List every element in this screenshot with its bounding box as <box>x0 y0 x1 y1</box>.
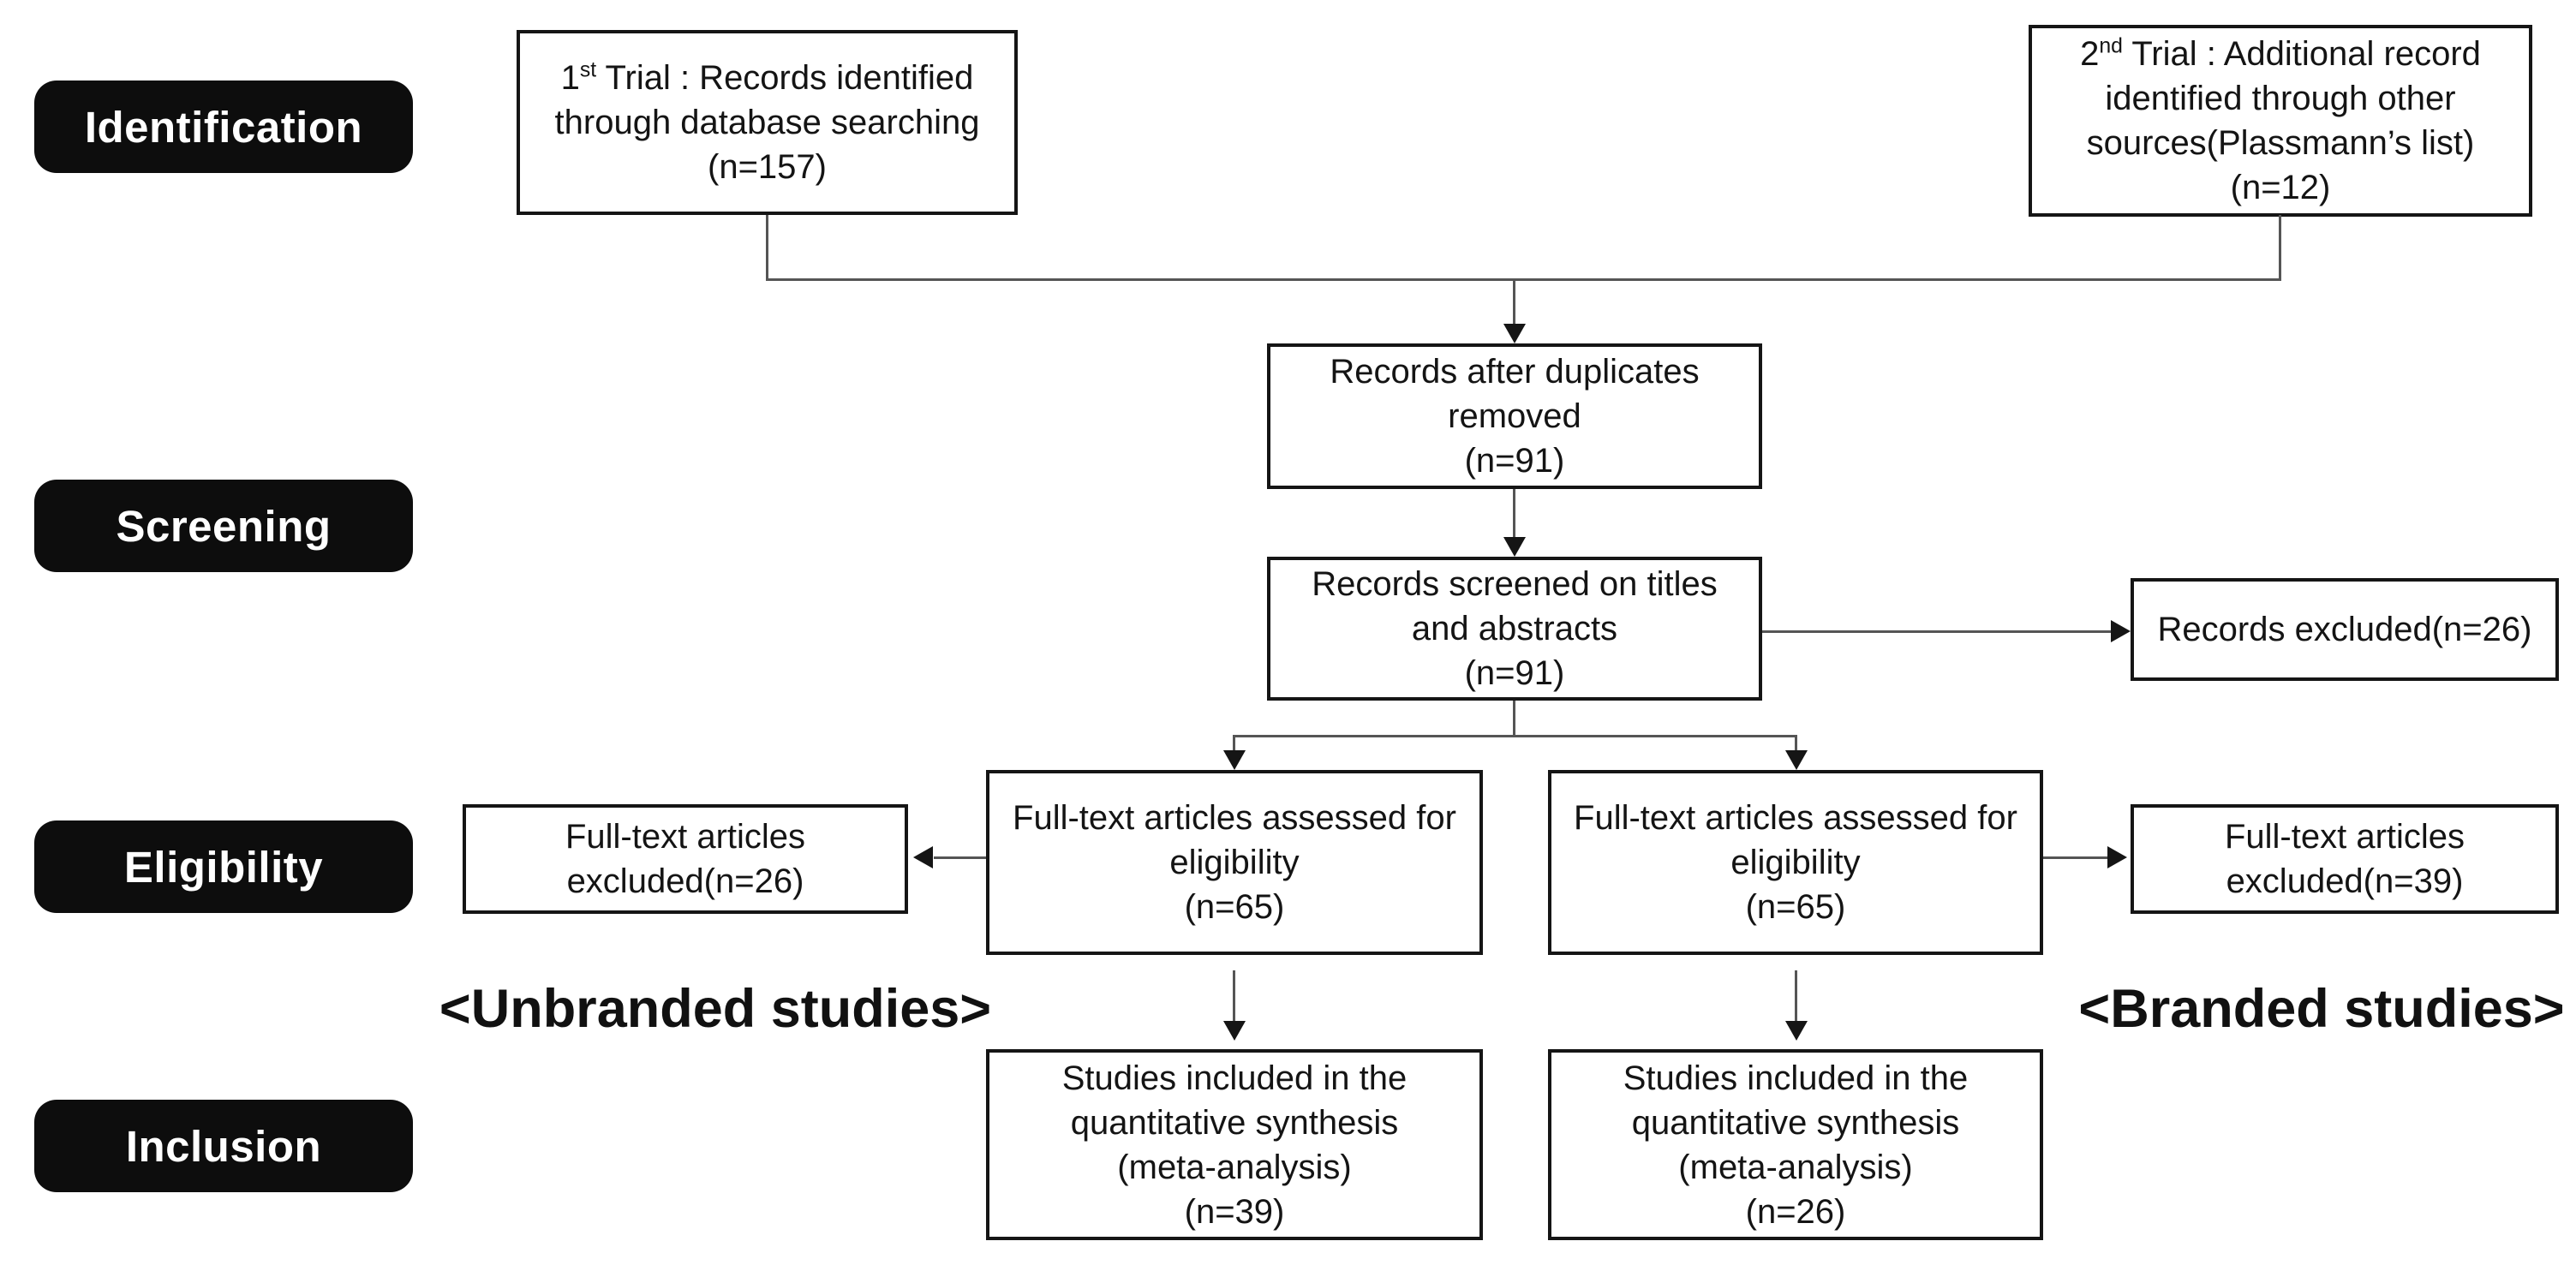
box-trial2-text: 2nd Trial : Additional record identified… <box>2065 32 2496 210</box>
arrow-down-icon <box>1785 750 1808 770</box>
arrow-left-icon <box>913 846 933 868</box>
box-included-unbranded: Studies included in the quantitative syn… <box>986 1049 1483 1240</box>
group-label-branded: <Branded studies> <box>2078 979 2565 1039</box>
connector-trial2-drop <box>2279 215 2281 280</box>
arrow-right-icon <box>2111 620 2131 642</box>
connector-trial1-drop <box>766 215 768 280</box>
box-fulltext-assessed-branded: Full-text articles assessed for eligibil… <box>1548 770 2043 955</box>
records-screened-text: Records screened on titles and abstracts… <box>1312 565 1718 692</box>
box-duplicates-removed: Records after duplicates removed (n=91) <box>1267 343 1762 489</box>
box-records-excluded: Records excluded(n=26) <box>2131 578 2559 681</box>
stage-label-screening: Screening <box>116 501 332 551</box>
arrow-down-icon <box>1503 537 1526 557</box>
included-branded-text: Studies included in the quantitative syn… <box>1623 1059 1969 1231</box>
trial1-ordinal-suffix: st <box>579 58 597 82</box>
connector-assessed-to-excluded-right <box>2043 856 2110 859</box>
connector-merge-horizontal <box>766 278 2281 281</box>
fulltext-excluded-branded-text: Full-text articles excluded(n=39) <box>2224 818 2465 900</box>
trial1-number: 1 <box>560 59 580 97</box>
box-trial2-additional-records: 2nd Trial : Additional record identified… <box>2029 25 2532 217</box>
stage-label-eligibility: Eligibility <box>123 842 324 892</box>
trial1-body-text: Trial : Records identified through datab… <box>554 59 980 186</box>
trial2-ordinal-suffix: nd <box>2099 34 2123 58</box>
connector-split-right-drop <box>1795 737 1797 752</box>
box-included-branded: Studies included in the quantitative syn… <box>1548 1049 2043 1240</box>
connector-split-left-drop <box>1233 737 1235 752</box>
stage-pill-identification: Identification <box>34 81 413 173</box>
arrow-down-icon <box>1785 1021 1808 1041</box>
connector-split-horizontal <box>1233 735 1797 737</box>
connector-screened-drop <box>1513 701 1515 737</box>
group-label-unbranded: <Unbranded studies> <box>439 979 992 1039</box>
arrow-down-icon <box>1503 324 1526 343</box>
fulltext-assessed-branded-text: Full-text articles assessed for eligibil… <box>1574 799 2017 926</box>
box-fulltext-excluded-branded: Full-text articles excluded(n=39) <box>2131 804 2559 914</box>
box-fulltext-assessed-unbranded: Full-text articles assessed for eligibil… <box>986 770 1483 955</box>
trial2-body-text: Trial : Additional record identified thr… <box>2086 35 2481 206</box>
connector-screened-to-excluded <box>1762 630 2113 633</box>
stage-pill-eligibility: Eligibility <box>34 820 413 913</box>
fulltext-assessed-unbranded-text: Full-text articles assessed for eligibil… <box>1013 799 1456 926</box>
stage-pill-screening: Screening <box>34 480 413 572</box>
connector-assessed-to-excluded-left <box>934 856 986 859</box>
records-excluded-text: Records excluded(n=26) <box>2157 611 2532 648</box>
included-unbranded-text: Studies included in the quantitative syn… <box>1061 1059 1408 1231</box>
stage-label-inclusion: Inclusion <box>125 1121 322 1171</box>
trial2-number: 2 <box>2080 35 2100 73</box>
fulltext-excluded-unbranded-text: Full-text articles excluded(n=26) <box>565 818 806 900</box>
arrow-down-icon <box>1223 750 1246 770</box>
arrow-right-icon <box>2107 846 2127 868</box>
box-records-screened: Records screened on titles and abstracts… <box>1267 557 1762 701</box>
connector-merge-vertical <box>1513 280 1515 326</box>
arrow-down-icon <box>1223 1021 1246 1041</box>
box-trial1-text: 1st Trial : Records identified through d… <box>540 56 995 189</box>
stage-label-identification: Identification <box>84 102 363 152</box>
duplicates-removed-text: Records after duplicates removed (n=91) <box>1330 353 1700 480</box>
connector-assessed-to-included-left <box>1233 970 1235 1023</box>
connector-duplicates-to-screened <box>1513 489 1515 539</box>
connector-assessed-to-included-right <box>1795 970 1797 1023</box>
stage-pill-inclusion: Inclusion <box>34 1100 413 1192</box>
box-trial1-records-identified: 1st Trial : Records identified through d… <box>517 30 1018 215</box>
box-fulltext-excluded-unbranded: Full-text articles excluded(n=26) <box>463 804 908 914</box>
